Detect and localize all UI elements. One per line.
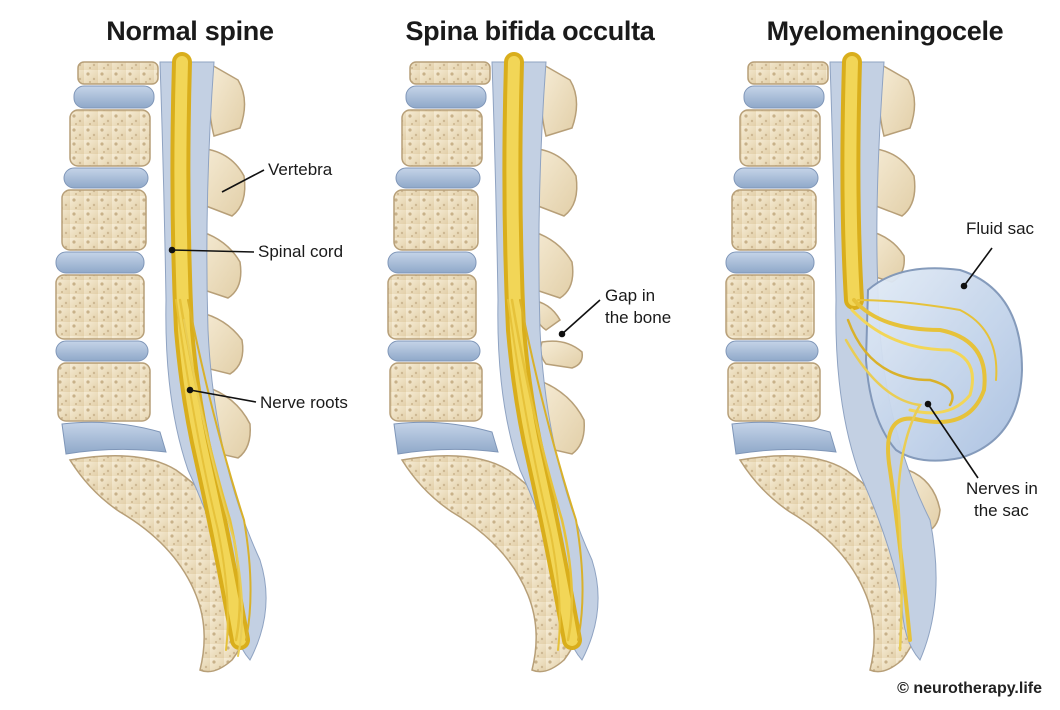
panel-normal-spine [55, 52, 267, 673]
leader-lines [168, 169, 993, 479]
intervertebral-discs [725, 85, 837, 455]
label-gap-line1: Gap in [605, 286, 656, 305]
label-fluid-sac: Fluid sac [966, 219, 1035, 238]
vertebral-bodies [387, 61, 491, 422]
panel-title-normal-spine: Normal spine [106, 16, 274, 46]
fluid-sac [864, 267, 1024, 462]
label-vertebra: Vertebra [268, 160, 333, 179]
label-nerve-roots: Nerve roots [260, 393, 348, 412]
spinal-cord-group [170, 52, 252, 657]
label-gap-line2: the bone [605, 308, 672, 327]
vertebral-bodies [55, 61, 159, 422]
panel-myelomeningocele [725, 52, 1024, 673]
copyright-credit: © neurotherapy.life [891, 678, 1048, 700]
vertebral-bodies [725, 61, 829, 422]
label-nerves-line2: the sac [974, 501, 1029, 520]
intervertebral-discs [387, 85, 499, 455]
panel-title-spina-bifida-occulta: Spina bifida occulta [405, 16, 655, 46]
panel-title-myelomeningocele: Myelomeningocele [766, 16, 1004, 46]
label-spinal-cord: Spinal cord [258, 242, 344, 261]
spinal-cord-group [502, 52, 584, 651]
spinal-cord-group [840, 52, 998, 652]
intervertebral-discs [55, 85, 167, 455]
panel-spina-bifida-occulta [387, 52, 599, 673]
label-nerves-line1: Nerves in [966, 479, 1038, 498]
